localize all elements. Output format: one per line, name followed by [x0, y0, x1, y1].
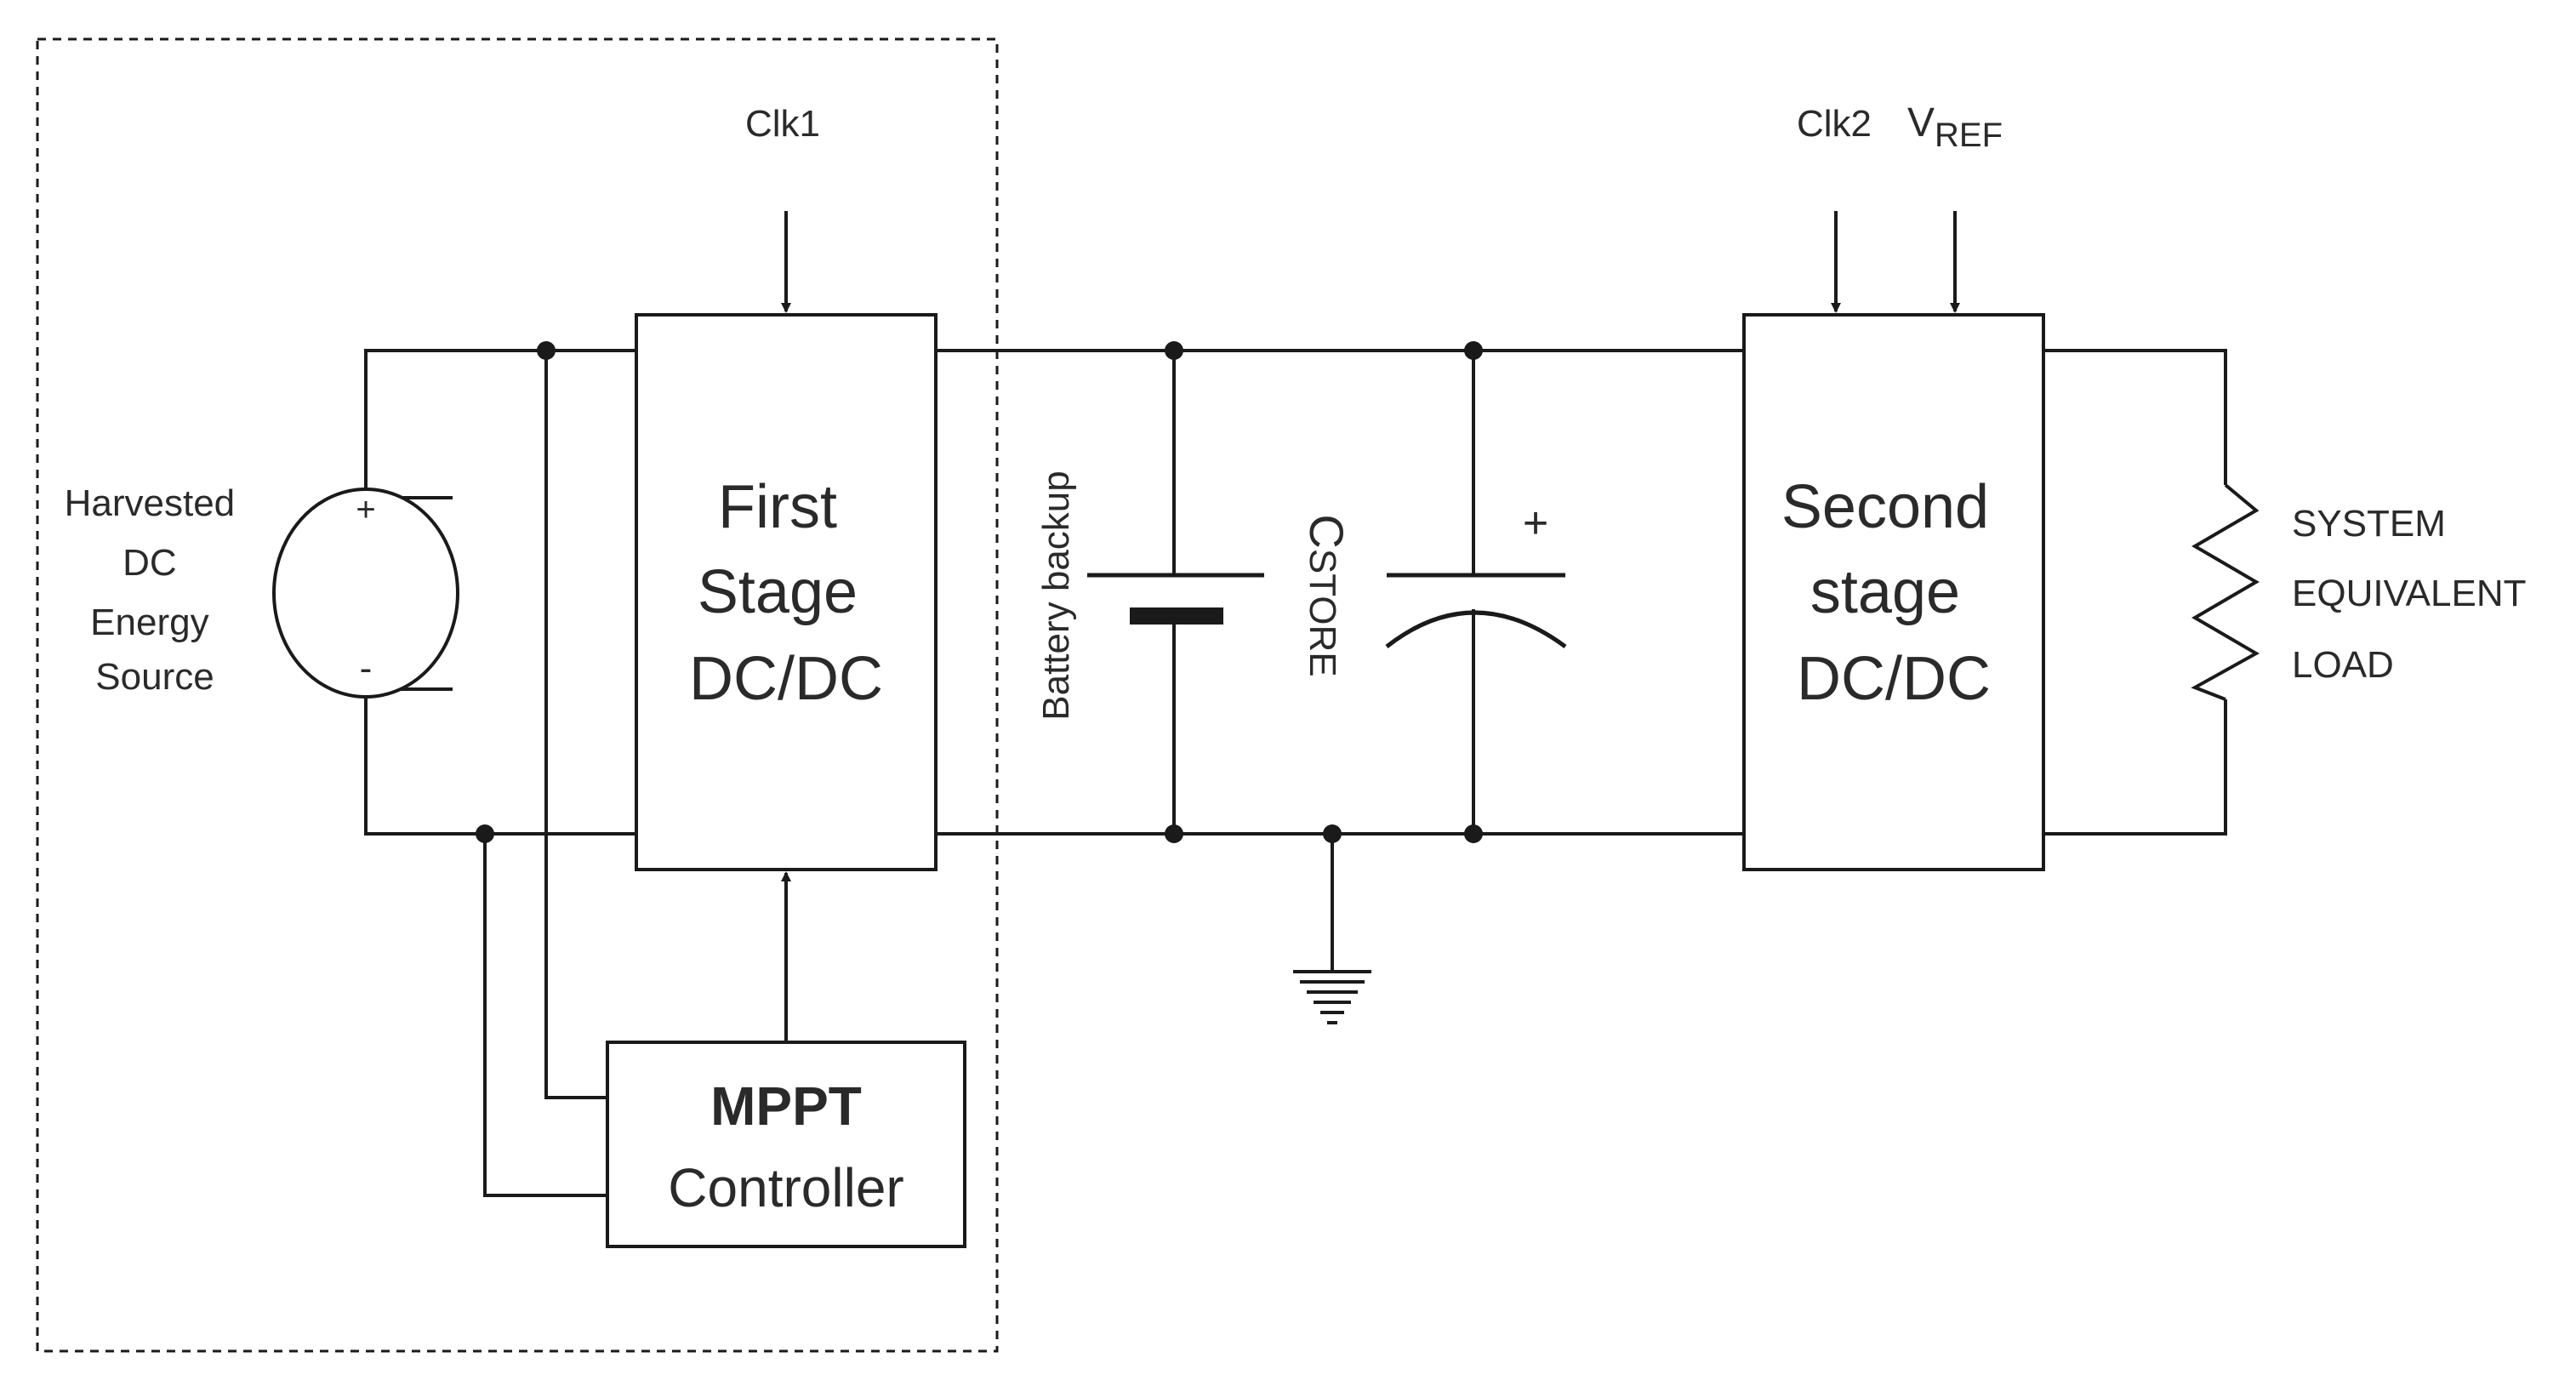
dashed-enclosure — [36, 37, 999, 1353]
source-minus-sign: - — [360, 647, 373, 689]
load-resistor — [2191, 483, 2260, 701]
capacitor-plus-sign: + — [1523, 499, 1548, 548]
first-stage-label: First Stage DC/DC — [689, 473, 883, 713]
controller-label: Controller — [668, 1157, 903, 1218]
source-plus-sign: + — [356, 491, 375, 528]
mppt-label: MPPT — [710, 1075, 862, 1137]
capacitor-symbol — [1385, 573, 1567, 649]
clk1-label: Clk1 — [745, 103, 820, 145]
battery-backup-label: Battery backup — [1035, 471, 1077, 721]
first-stage-box — [635, 313, 938, 871]
mppt-controller-box — [606, 1041, 966, 1248]
second-stage-label: Second stage DC/DC — [1781, 473, 2006, 713]
load-label: SYSTEM EQUIVALENT LOAD — [2292, 503, 2536, 686]
harvested-dc-source: + - — [272, 488, 459, 699]
battery-symbol — [1087, 573, 1264, 625]
second-stage-box — [1742, 313, 2045, 871]
vref-label: VREF — [1907, 100, 2003, 154]
source-label: Harvested DC Energy Source — [65, 482, 246, 698]
clk2-label: Clk2 — [1797, 103, 1872, 145]
cstore-label: CSTORE — [1300, 514, 1354, 676]
junction-dots — [476, 341, 1483, 843]
ground-symbol — [1293, 970, 1371, 1024]
